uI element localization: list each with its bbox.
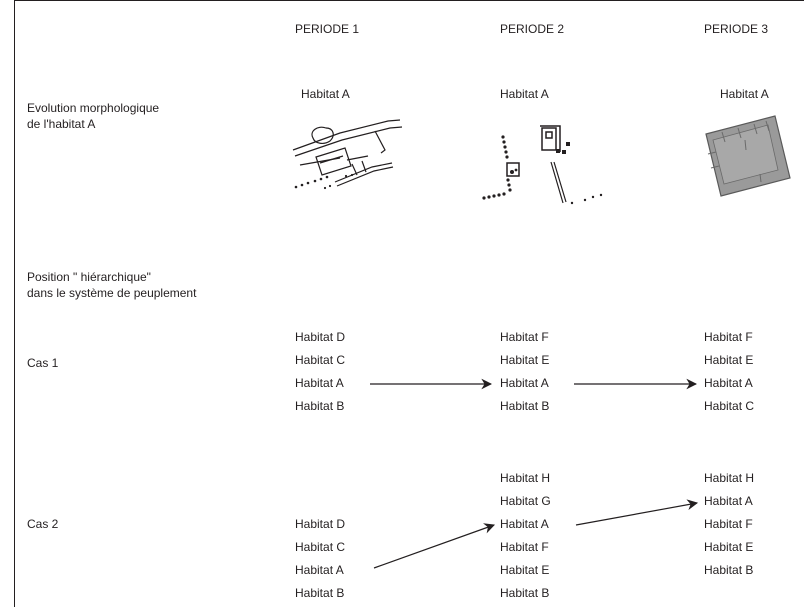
period-1-header: PERIODE 1 [295,22,360,36]
list-item: Habitat B [500,586,550,600]
evolution-label: Evolution morphologique de l'habitat A [27,100,159,132]
list-item: Habitat B [704,563,754,577]
list-item: Habitat A [704,376,753,390]
list-item: Habitat A [295,563,344,577]
list-item: Habitat A [500,376,549,390]
cas-2-period-1-list: Habitat D Habitat C Habitat A Habitat B [295,513,345,605]
list-item: Habitat A [704,494,753,508]
list-item: Habitat E [704,353,754,367]
habitat-label-period-2: Habitat A [500,87,549,101]
cas-2-period-3-list: Habitat H Habitat A Habitat F Habitat E … [704,467,754,582]
cas-2-label: Cas 2 [27,517,59,531]
list-item: Habitat F [500,540,549,554]
cas-1-period-2-list: Habitat F Habitat E Habitat A Habitat B [500,326,549,418]
habitat-a-plan-period-3 [705,115,791,197]
habitat-label-period-3: Habitat A [720,87,769,101]
list-item: Habitat F [704,330,753,344]
list-item: Habitat F [704,517,753,531]
list-item: Habitat D [295,517,346,531]
list-item: Habitat F [500,330,549,344]
list-item: Habitat G [500,494,551,508]
habitat-label-period-1: Habitat A [301,87,350,101]
frame-left-border [14,0,15,607]
cas-2-arrow-p2-to-p3 [575,499,699,526]
cas-1-period-3-list: Habitat F Habitat E Habitat A Habitat C [704,326,754,418]
list-item: Habitat C [704,399,755,413]
plan-dots-period-2 [482,135,603,205]
list-item: Habitat D [295,330,346,344]
period-2-header: PERIODE 2 [500,22,565,36]
position-label: Position " hiérarchique" dans le système… [27,269,196,301]
list-item: Habitat B [295,399,345,413]
list-item: Habitat A [295,376,344,390]
cas-1-label: Cas 1 [27,356,59,370]
plan-dots-period-1 [294,173,354,190]
list-item: Habitat E [500,353,550,367]
position-label-line1: Position " hiérarchique" [27,270,151,284]
cas-2-period-2-list: Habitat H Habitat G Habitat A Habitat F … [500,467,551,605]
list-item: Habitat H [500,471,551,485]
list-item: Habitat C [295,540,346,554]
list-item: Habitat A [500,517,549,531]
list-item: Habitat E [500,563,550,577]
list-item: Habitat B [500,399,550,413]
period-3-header: PERIODE 3 [704,22,769,36]
list-item: Habitat B [295,586,345,600]
cas-1-period-1-list: Habitat D Habitat C Habitat A Habitat B [295,326,345,418]
evolution-label-line2: de l'habitat A [27,117,96,131]
habitat-a-plan-period-2 [506,125,567,204]
frame-top-border [14,0,804,1]
list-item: Habitat E [704,540,754,554]
list-item: Habitat H [704,471,755,485]
cas-2-arrow-p1-to-p2 [373,523,496,569]
position-label-line2: dans le système de peuplement [27,286,197,300]
evolution-label-line1: Evolution morphologique [27,101,160,115]
habitat-a-plan-period-1 [292,119,403,187]
list-item: Habitat C [295,353,346,367]
